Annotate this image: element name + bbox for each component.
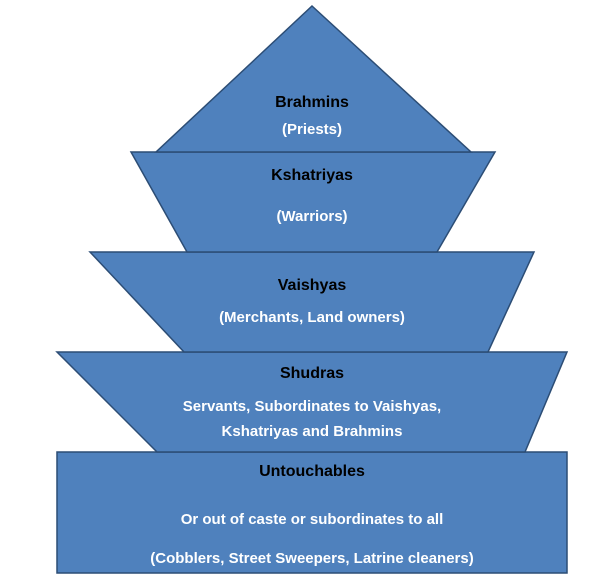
- shudras-line-2: Kshatriyas and Brahmins: [222, 423, 403, 440]
- brahmins-title: Brahmins: [275, 94, 349, 111]
- brahmins-shape: [154, 4, 473, 153]
- untouchables-title: Untouchables: [259, 463, 365, 480]
- kshatriyas-line-1: (Warriors): [276, 208, 347, 225]
- level-shudras: Shudras Servants, Subordinates to Vaishy…: [55, 351, 569, 453]
- untouchables-line-2: (Cobblers, Street Sweepers, Latrine clea…: [150, 550, 473, 567]
- vaishyas-line-1: (Merchants, Land owners): [219, 309, 405, 326]
- level-kshatriyas: Kshatriyas (Warriors): [129, 151, 497, 253]
- level-brahmins: Brahmins (Priests): [154, 4, 473, 153]
- shudras-line-1: Servants, Subordinates to Vaishyas,: [183, 398, 441, 415]
- kshatriyas-title: Kshatriyas: [271, 167, 353, 184]
- untouchables-line-1: Or out of caste or subordinates to all: [181, 511, 444, 528]
- brahmins-line-1: (Priests): [282, 121, 342, 138]
- level-vaishyas: Vaishyas (Merchants, Land owners): [88, 251, 536, 353]
- vaishyas-shape: [88, 251, 536, 353]
- vaishyas-title: Vaishyas: [278, 277, 347, 294]
- untouchables-box: [56, 451, 568, 574]
- level-untouchables: Untouchables Or out of caste or subordin…: [56, 451, 568, 574]
- shudras-title: Shudras: [280, 365, 344, 382]
